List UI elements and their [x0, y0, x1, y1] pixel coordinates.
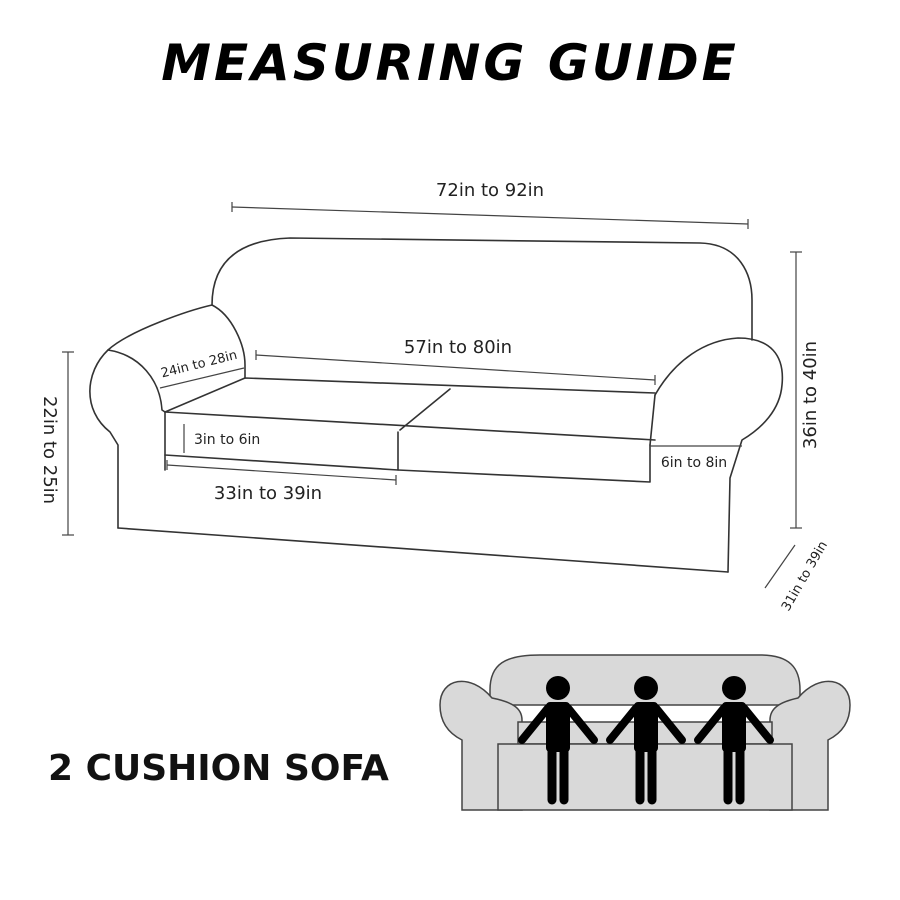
arm-width-label: 6in to 8in: [661, 455, 727, 471]
page-title: MEASURING GUIDE: [161, 34, 739, 92]
cushion-thickness-label: 3in to 6in: [194, 432, 260, 448]
arm-depth-label: 24in to 28in: [159, 348, 238, 381]
seat-width-label: 57in to 80in: [404, 337, 512, 358]
person-icon: [606, 676, 686, 805]
dimension-lines: [62, 202, 802, 589]
arm-height-label: 22in to 25in: [39, 396, 60, 504]
sofa-type-label: 2 CUSHION SOFA: [48, 748, 389, 789]
person-icon: [518, 676, 598, 805]
back-height-label: 36in to 40in: [800, 341, 821, 449]
sofa-outline: [89, 237, 784, 573]
cushion-width-label: 33in to 39in: [214, 483, 322, 504]
sofa-depth-label: 31in to 39in: [779, 539, 831, 614]
person-icon: [694, 676, 774, 805]
overall-width-label: 72in to 92in: [436, 180, 544, 201]
